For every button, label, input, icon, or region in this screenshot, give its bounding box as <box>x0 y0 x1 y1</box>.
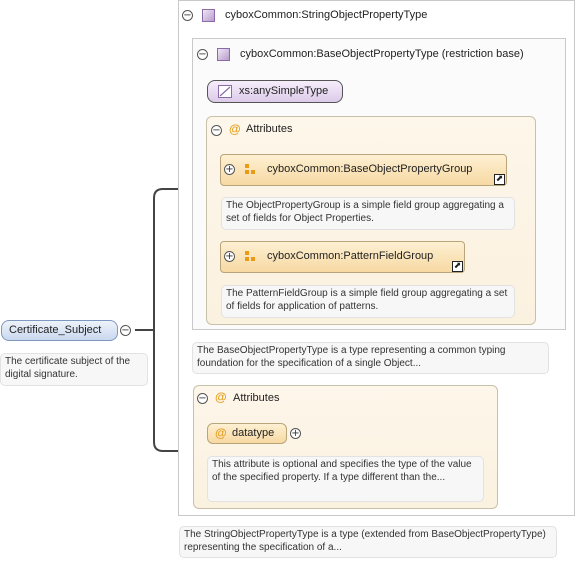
attribute-group-description: The ObjectPropertyGroup is a simple fiel… <box>221 197 515 230</box>
type-collapse-toggle[interactable]: − <box>182 10 193 21</box>
attribute-group-base-object-property[interactable]: + cyboxCommon:BaseObjectPropertyGroup ⬈ <box>220 154 507 186</box>
base-attributes-label: Attributes <box>246 123 293 135</box>
type-description: The StringObjectPropertyType is a type (… <box>179 526 557 558</box>
attributes-collapse-toggle[interactable]: − <box>197 393 208 404</box>
base-collapse-toggle[interactable]: − <box>197 49 208 60</box>
external-link-icon[interactable]: ⬈ <box>494 174 505 185</box>
complex-type-icon <box>217 48 230 61</box>
root-collapse-toggle[interactable]: − <box>120 325 131 336</box>
datatype-description: This attribute is optional and specifies… <box>207 456 484 502</box>
simple-type-label: xs:anySimpleType <box>239 85 329 97</box>
attribute-group-name: cyboxCommon:PatternFieldGroup <box>267 250 434 262</box>
complex-type-icon <box>202 9 215 22</box>
attribute-group-icon <box>245 251 259 265</box>
group-expand-toggle[interactable]: + <box>224 251 235 262</box>
root-description: The certificate subject of the digital s… <box>0 353 148 386</box>
attribute-group-name: cyboxCommon:BaseObjectPropertyGroup <box>267 163 473 175</box>
base-type-name: cyboxCommon:BaseObjectPropertyType (rest… <box>240 48 524 60</box>
attribute-group-icon <box>245 164 259 178</box>
external-link-icon[interactable]: ⬈ <box>452 261 463 272</box>
base-attributes-collapse-toggle[interactable]: − <box>211 125 222 136</box>
attribute-at-icon: @ <box>215 426 227 440</box>
root-element[interactable]: Certificate_Subject <box>1 320 118 341</box>
root-element-label: Certificate_Subject <box>9 324 102 336</box>
attribute-at-icon: @ <box>229 122 241 136</box>
datatype-attribute[interactable]: @ datatype <box>207 423 287 444</box>
datatype-name: datatype <box>232 427 275 439</box>
base-type-description: The BaseObjectPropertyType is a type rep… <box>192 342 549 374</box>
attribute-at-icon: @ <box>215 390 227 404</box>
datatype-expand-toggle[interactable]: + <box>290 428 301 439</box>
type-name: cyboxCommon:StringObjectPropertyType <box>225 9 428 21</box>
simple-type-icon <box>218 85 232 98</box>
group-expand-toggle[interactable]: + <box>224 164 235 175</box>
attributes-label: Attributes <box>233 392 280 404</box>
attribute-group-description: The PatternFieldGroup is a simple field … <box>221 285 515 318</box>
attribute-group-pattern-field[interactable]: + cyboxCommon:PatternFieldGroup ⬈ <box>220 241 465 273</box>
simple-type-pill[interactable]: xs:anySimpleType <box>207 80 343 103</box>
